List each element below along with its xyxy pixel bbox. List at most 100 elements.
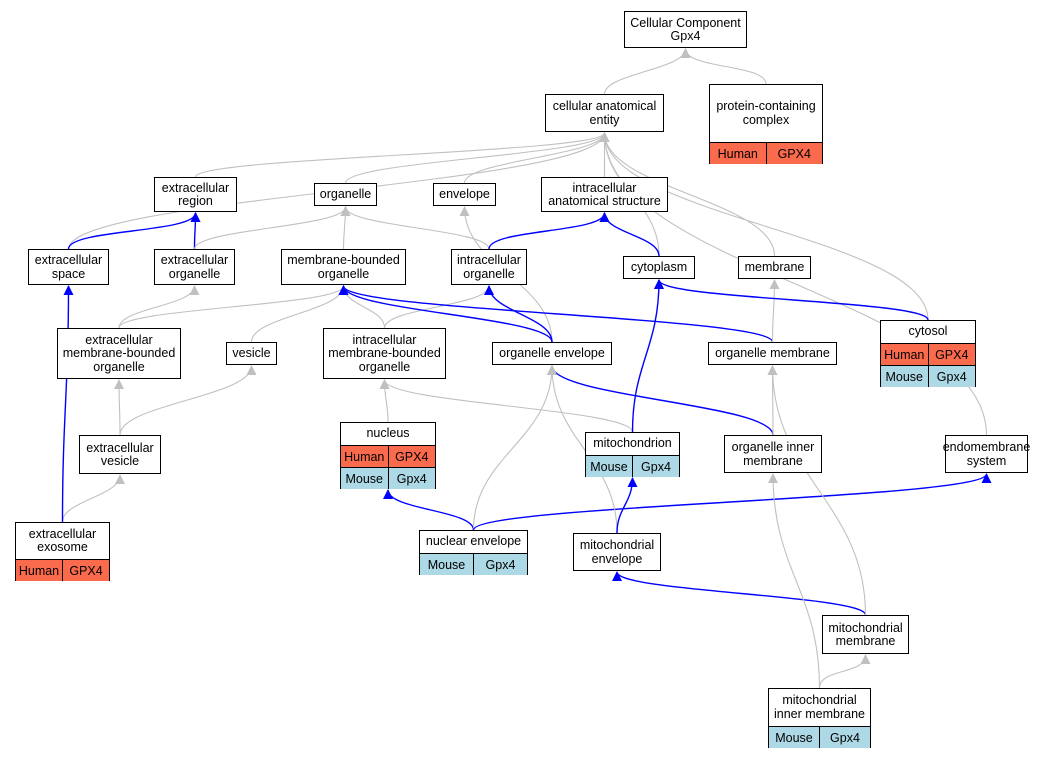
- edge-mitochondrial-membrane-to-mitochondrial-envelope: [612, 571, 867, 616]
- species-cell: Mouse: [427, 557, 466, 572]
- edge-cytosol-to-cytoplasm: [654, 279, 929, 321]
- edge-nucleus-to-ic-membrane-bounded-organelle: [379, 379, 390, 423]
- node-label-line: organelle: [463, 266, 515, 281]
- node-label-line: cytoplasm: [630, 260, 688, 275]
- edge-extracellular-vesicle-to-vesicle: [119, 365, 257, 436]
- node-label-line: cellular anatomical: [552, 99, 657, 113]
- node-label-line: organelle inner: [731, 440, 815, 454]
- edge-ec-membrane-bounded-organelle-to-membrane-bounded-organelle: [118, 285, 349, 329]
- node-organelle-envelope: organelle envelope: [492, 342, 612, 365]
- edge-intracellular-organelle-to-intracellular-structure: [488, 212, 610, 250]
- node-envelope: envelope: [433, 183, 496, 206]
- node-label-line: Gpx4: [670, 29, 701, 43]
- node-vesicle: vesicle: [226, 342, 277, 365]
- edge-organelle-envelope-to-intracellular-organelle: [484, 285, 553, 343]
- node-label-line: extracellular: [86, 440, 154, 455]
- node-label-line: extracellular: [85, 332, 153, 347]
- node-label-line: entity: [589, 112, 620, 127]
- edge-extracellular-organelle-to-extracellular-region: [190, 212, 201, 250]
- species-cell: Human: [344, 449, 385, 464]
- node-label-line: extracellular: [161, 180, 230, 195]
- edge-mitochondrion-to-ic-membrane-bounded-organelle: [379, 379, 634, 433]
- node-label-line: nuclear envelope: [425, 534, 522, 549]
- species-cell: Mouse: [590, 459, 628, 474]
- edge-mitochondrial-inner-membrane-to-organelle-inner-membrane: [768, 473, 821, 689]
- node-label-line: Cellular Component: [630, 15, 741, 30]
- species-cell: Human: [884, 347, 925, 362]
- edge-mitochondrial-envelope-to-mitochondrion: [616, 477, 638, 534]
- node-label-line: extracellular: [34, 253, 103, 267]
- node-label-line: region: [178, 194, 213, 208]
- node-label-line: organelle: [319, 187, 372, 202]
- node-label-line: mitochondrion: [593, 436, 672, 451]
- node-label-line: organelle membrane: [715, 346, 830, 361]
- edge-nuclear-envelope-to-endomembrane-system: [472, 473, 992, 531]
- node-label-line: system: [966, 453, 1007, 468]
- edge-extracellular-region-to-anatomical-entity: [194, 132, 610, 178]
- gene-cell: Gpx4: [387, 468, 436, 489]
- node-cytoplasm: cytoplasm: [623, 256, 695, 279]
- node-label-line: organelle: [168, 266, 221, 281]
- node-label: cytoplasm: [624, 257, 694, 279]
- node-label: cytosol: [881, 321, 975, 343]
- edge-membrane-bounded-organelle-to-organelle: [340, 206, 351, 250]
- edge-cytoplasm-to-intracellular-structure: [599, 212, 660, 257]
- node-label-line: inner membrane: [773, 706, 865, 721]
- gene-cell: GPX4: [387, 446, 436, 467]
- node-label-line: extracellular: [28, 526, 97, 541]
- edge-membrane-to-anatomical-entity: [599, 132, 776, 257]
- node-label-line: membrane-bounded: [62, 346, 176, 361]
- edge-nuclear-envelope-to-nucleus: [383, 489, 475, 531]
- edge-mitochondrial-inner-membrane-to-mitochondrial-membrane: [818, 654, 871, 689]
- node-membrane: membrane: [738, 256, 811, 279]
- node-label-line: organelle: [358, 359, 411, 374]
- node-label-line: extracellular: [160, 253, 229, 267]
- node-label-line: intracellular: [572, 180, 637, 195]
- edge-mitochondrial-envelope-to-organelle-envelope: [547, 365, 618, 534]
- gene-cell: Gpx4: [819, 727, 870, 748]
- node-label-line: envelope: [439, 187, 490, 202]
- node-label-line: mitochondrial: [782, 693, 857, 707]
- node-label-line: intracellular: [457, 253, 521, 267]
- edge-organelle-membrane-to-membrane-bounded-organelle: [338, 285, 774, 343]
- node-label-line: mitochondrial: [828, 620, 903, 635]
- node-label-line: organelle envelope: [499, 346, 605, 361]
- node-label-line: organelle: [317, 266, 370, 281]
- node-label-line: intracellular: [352, 332, 417, 347]
- edge-intracellular-organelle-to-organelle: [340, 206, 490, 250]
- node-label: mitochondrion: [586, 433, 679, 455]
- edge-organelle-envelope-to-membrane-bounded-organelle: [338, 285, 553, 343]
- edge-nuclear-envelope-to-organelle-envelope: [472, 365, 557, 531]
- node-organelle-membrane: organelle membrane: [708, 342, 837, 365]
